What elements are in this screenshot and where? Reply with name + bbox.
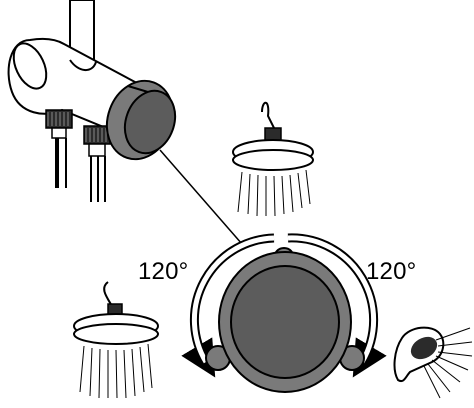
diverter-knob-small xyxy=(105,79,177,161)
inlet-connector-left xyxy=(45,109,73,188)
rotation-arrow-right xyxy=(287,233,387,378)
leader-line xyxy=(159,149,243,245)
bottom-shower-head xyxy=(73,281,159,399)
overhead-water-spray xyxy=(237,169,311,217)
inlet-connector-right xyxy=(83,125,111,202)
bottom-water-spray xyxy=(79,343,153,399)
diverter-knob-large xyxy=(205,247,365,393)
angle-label-left: 120° xyxy=(138,258,189,285)
rotation-arrow-left xyxy=(181,233,275,378)
hand-shower xyxy=(393,326,473,399)
overhead-shower-head xyxy=(232,101,314,217)
hand-shower-spray xyxy=(423,327,473,399)
angle-label-right: 120° xyxy=(366,258,417,285)
